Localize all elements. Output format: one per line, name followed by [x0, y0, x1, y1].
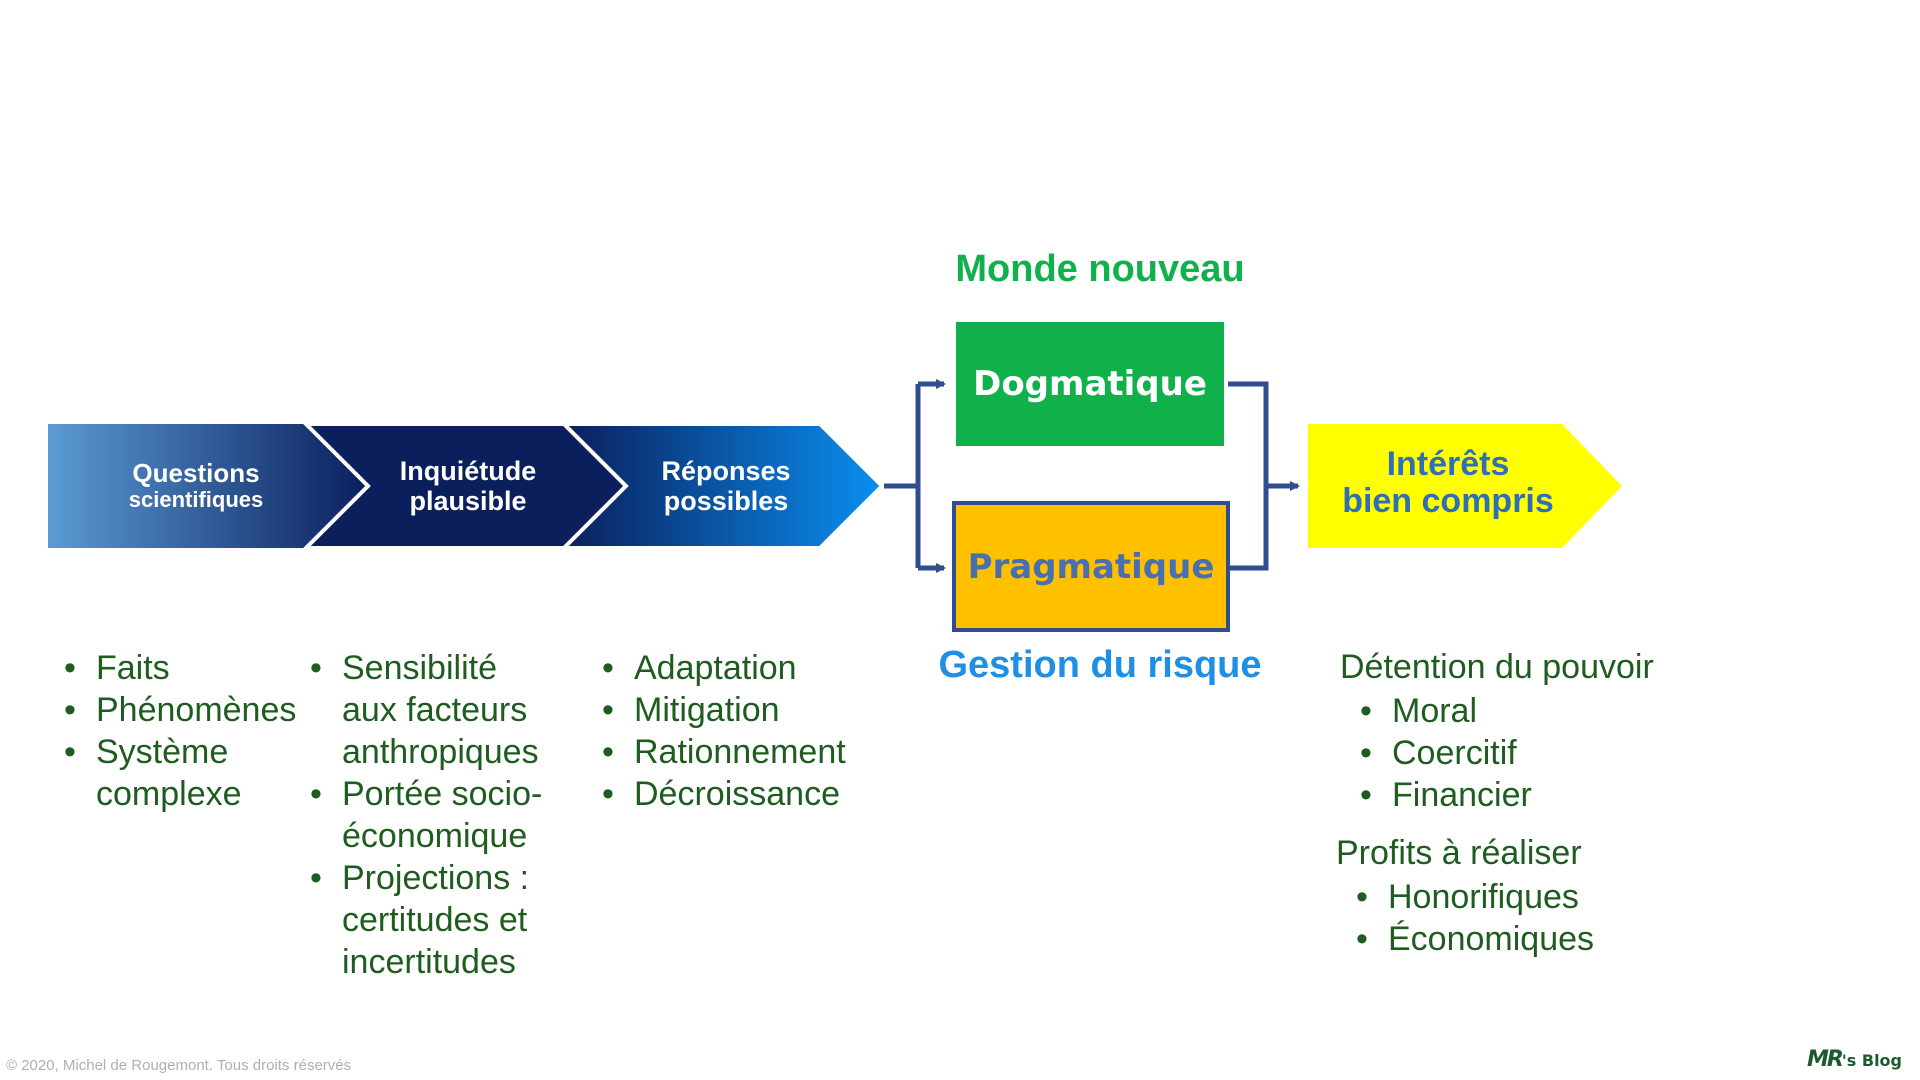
header-monde-nouveau: Monde nouveau: [955, 248, 1245, 290]
list-item: Système complexe: [60, 731, 266, 815]
chevron-reponses: [559, 422, 885, 550]
list-profits: Honorifiques Économiques: [1352, 876, 1648, 960]
header-gestion-du-risque: Gestion du risque: [938, 644, 1262, 686]
arrow-interets-label: Intérêts bien compris: [1342, 445, 1554, 521]
chevron-reponses-label: Réponses possibles: [661, 456, 791, 516]
list-item: Portée socio-économique: [306, 773, 552, 857]
copyright-footer: © 2020, Michel de Rougemont. Tous droits…: [6, 1057, 352, 1074]
list-item: Sensibilité aux facteurs anthropiques: [306, 647, 552, 773]
list-item: Moral: [1356, 690, 1652, 732]
blog-logo: MR's Blog: [1807, 1047, 1902, 1072]
list-item: Phénomènes: [60, 689, 356, 731]
box-dogmatique: [956, 322, 1224, 446]
arrow-interets: [1308, 424, 1622, 548]
list-item: Coercitif: [1356, 732, 1652, 774]
box-pragmatique: [952, 501, 1230, 632]
chevron-questions: [48, 424, 368, 548]
list-item: Décroissance: [598, 773, 914, 815]
list-item: Mitigation: [598, 689, 914, 731]
list-item: Honorifiques: [1352, 876, 1648, 918]
list-item: Faits: [60, 647, 356, 689]
chevron-questions-label: Questions scientifiques: [128, 458, 264, 512]
connector-lines: [884, 379, 1300, 573]
logo-mark: MR: [1807, 1047, 1844, 1072]
list-detention: Moral Coercitif Financier: [1356, 690, 1652, 816]
detention-title: Détention du pouvoir: [1340, 648, 1654, 686]
list-reponses: Adaptation Mitigation Rationnement Décro…: [598, 647, 914, 815]
list-inquietude: Sensibilité aux facteurs anthropiques Po…: [306, 647, 592, 983]
list-item: Financier: [1356, 774, 1652, 816]
profits-title: Profits à réaliser: [1336, 834, 1582, 872]
list-item: Rationnement: [598, 731, 914, 773]
list-item: Économiques: [1352, 918, 1648, 960]
logo-suffix: 's Blog: [1841, 1051, 1902, 1070]
list-item: Projections : certitudes et incertitudes: [306, 857, 552, 983]
chevron-inquietude-label: Inquiétude plausible: [399, 456, 537, 516]
box-pragmatique-label: Pragmatique: [967, 546, 1215, 587]
list-item: Adaptation: [598, 647, 914, 689]
box-dogmatique-label: Dogmatique: [973, 364, 1207, 404]
list-questions: Faits Phénomènes Système complexe: [60, 647, 356, 815]
